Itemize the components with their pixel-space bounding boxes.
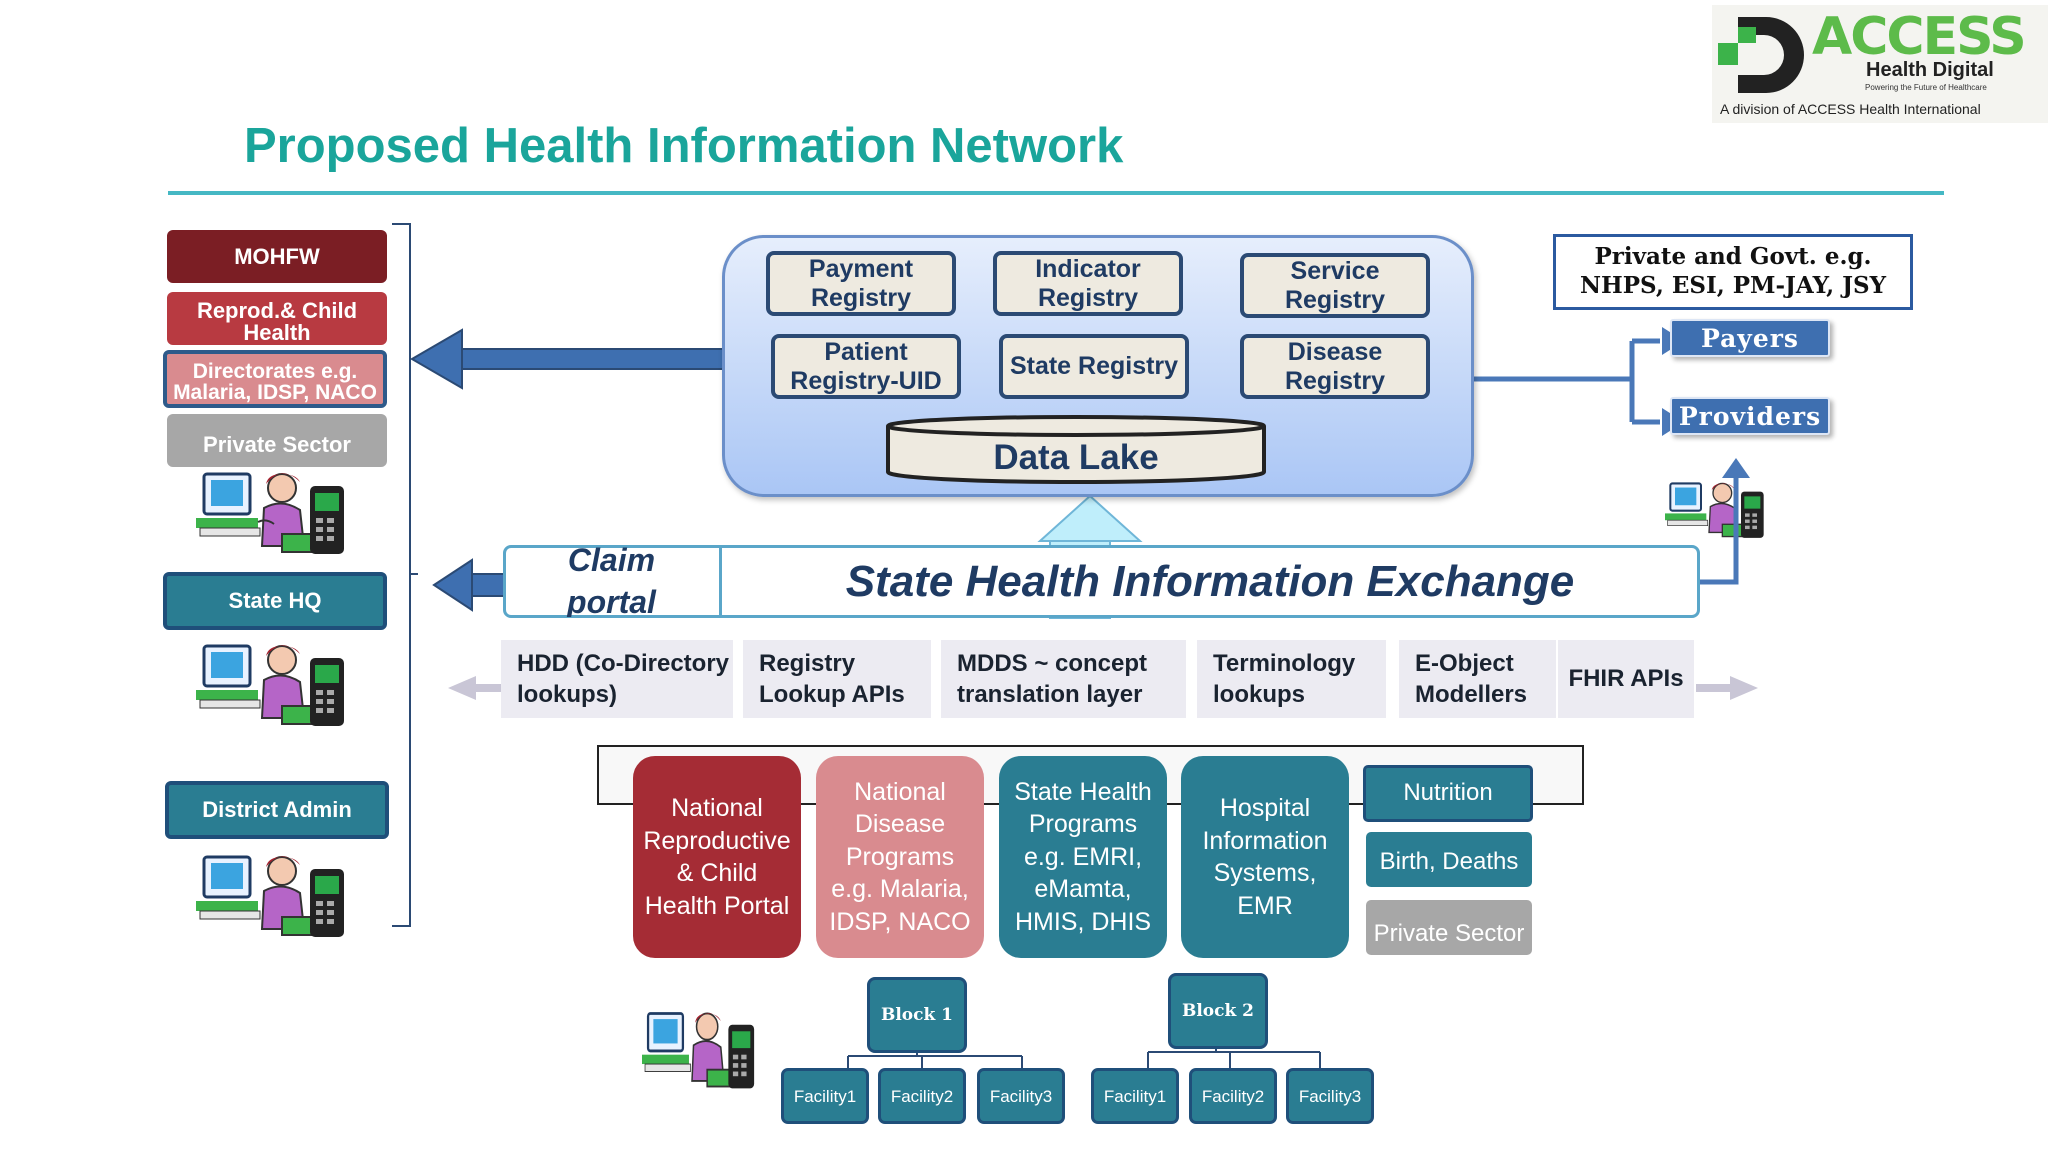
data-lake-cylinder-icon: [886, 415, 1266, 484]
registry-lookup-service: Registry Lookup APIs: [743, 640, 931, 718]
state-hq-box: State HQ: [163, 572, 387, 630]
computer-user-icon: [196, 855, 344, 937]
access-logo: ACCESS Health Digital Powering the Futur…: [1712, 5, 2048, 123]
indicator-registry-box: Indicator Registry: [993, 251, 1183, 316]
page-title: Proposed Health Information Network: [244, 119, 1124, 173]
fhir-service: FHIR APIs: [1558, 640, 1694, 718]
computer-user-icon: [196, 472, 344, 554]
his-box: Hospital Information Systems, EMR: [1181, 756, 1349, 958]
logo-brand-text: ACCESS: [1812, 7, 2027, 67]
claim-portal-box[interactable]: Claim portal: [504, 546, 722, 617]
eobject-service: E-Object Modellers: [1399, 640, 1556, 718]
hie-bar: [503, 545, 1700, 618]
payers-line-2: NHPS, ESI, PM-JAY, JSY: [1579, 272, 1887, 299]
logo-tagline: Powering the Future of Healthcare: [1865, 83, 1987, 92]
rch-box: Reprod.& Child Health: [167, 292, 387, 345]
state-registry-box: State Registry: [999, 334, 1189, 399]
block1-facility1: Facility1: [781, 1068, 869, 1124]
disease-programs-box: National Disease Programs e.g. Malaria, …: [816, 756, 984, 958]
block2-facility2: Facility2: [1189, 1068, 1277, 1124]
service-registry-box: Service Registry: [1240, 253, 1430, 318]
block2-facility3: Facility3: [1286, 1068, 1374, 1124]
arrow-icon: [448, 676, 1758, 700]
private-sector-source-box: Private Sector: [1366, 900, 1532, 955]
district-admin-box: District Admin: [165, 781, 389, 839]
computer-user-icon: [1665, 482, 1764, 538]
disease-registry-box: Disease Registry: [1240, 334, 1430, 399]
block1-facility2: Facility2: [878, 1068, 966, 1124]
state-programs-box: State Health Programs e.g. EMRI, eMamta,…: [999, 756, 1167, 958]
block-1-box: Block 1: [867, 977, 967, 1053]
payers-description-box: Private and Govt. e.g. NHPS, ESI, PM-JAY…: [1553, 234, 1913, 310]
left-bracket: [392, 223, 418, 927]
nutrition-box: Nutrition: [1363, 765, 1533, 822]
logo-sub-text: Health Digital: [1866, 59, 1994, 81]
terminology-service: Terminology lookups: [1197, 640, 1386, 718]
providers-pill: Providers: [1670, 397, 1830, 435]
directorates-box: Directorates e.g. Malaria, IDSP, NACO: [163, 350, 387, 408]
arrow-icon: [410, 328, 725, 390]
title-underline: [168, 191, 1944, 195]
payers-line-1: Private and Govt. e.g.: [1594, 243, 1872, 271]
birth-deaths-box: Birth, Deaths: [1366, 832, 1532, 887]
rch-portal-box: National Reproductive & Child Health Por…: [633, 756, 801, 958]
access-d-logo-icon: [1718, 17, 1804, 93]
mohfw-box: MOHFW: [167, 230, 387, 283]
mdds-service: MDDS ~ concept translation layer: [941, 640, 1186, 718]
hie-title: State Health Information Exchange: [845, 557, 1575, 606]
block1-facility3: Facility3: [977, 1068, 1065, 1124]
block2-facility1: Facility1: [1091, 1068, 1179, 1124]
private-sector-box: Private Sector: [167, 414, 387, 467]
payers-pill: Payers: [1670, 319, 1830, 357]
payment-registry-box: Payment Registry: [766, 251, 956, 316]
arrow-icon: [1474, 338, 1660, 425]
arrow-icon: [1700, 476, 1739, 585]
data-lake-label: Data Lake: [993, 437, 1159, 477]
computer-user-icon: [642, 1012, 755, 1089]
computer-user-icon: [196, 644, 344, 726]
block-2-box: Block 2: [1168, 973, 1268, 1049]
logo-division: A division of ACCESS Health Internationa…: [1720, 101, 1981, 117]
hdd-service: HDD (Co-Directory lookups): [501, 640, 733, 718]
patient-registry-box: Patient Registry-UID: [771, 334, 961, 399]
